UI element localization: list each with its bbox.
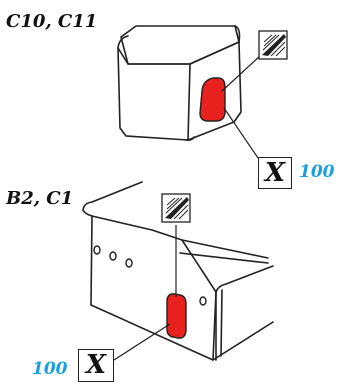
spray-icon-top — [258, 30, 288, 60]
leader-line-bottom — [113, 323, 171, 361]
leader-line-top-icon — [221, 54, 262, 92]
top-view-label: C10, C11 — [6, 11, 98, 32]
cube-top — [117, 25, 242, 141]
object-bottom — [82, 181, 274, 361]
top-x-box: X — [258, 157, 292, 189]
leader-line-top — [223, 107, 259, 159]
marker-top — [199, 77, 226, 122]
bottom-x-box: X — [78, 349, 114, 382]
holes-bottom — [93, 245, 207, 306]
spray-icon-bottom — [161, 193, 191, 223]
bottom-value: 100 — [32, 359, 68, 379]
bottom-view-label: B2, C1 — [6, 188, 74, 209]
marker-bottom — [166, 293, 187, 339]
top-value: 100 — [299, 162, 335, 182]
